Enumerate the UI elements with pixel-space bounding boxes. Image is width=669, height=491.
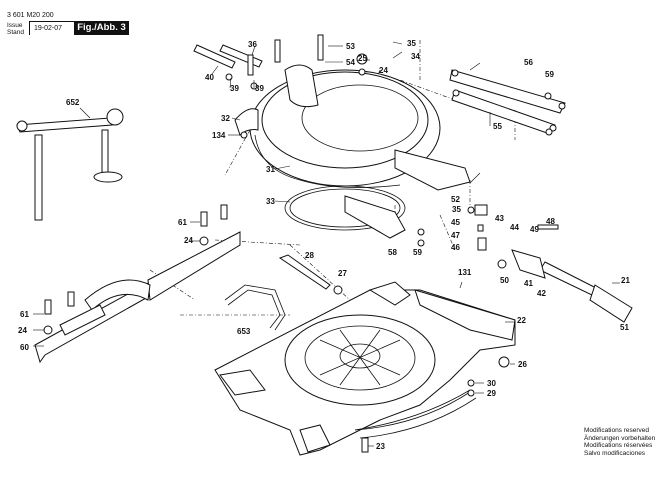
part-number-label: 31: [266, 165, 275, 174]
hex-key: [278, 254, 331, 290]
part-number-label: 28: [305, 251, 314, 260]
part-number-label: 30: [487, 379, 496, 388]
part-number-label: 39: [255, 84, 264, 93]
part-number-label: 59: [545, 70, 554, 79]
part-number-label: 47: [451, 231, 460, 240]
part-number-label: 36: [248, 40, 257, 49]
part-number-label: 42: [537, 289, 546, 298]
miter-scale: [354, 391, 477, 439]
part-number-label: 44: [510, 223, 519, 232]
part-number-label: 56: [524, 58, 533, 67]
clamp-assembly: [16, 108, 124, 221]
guide-rail: [449, 69, 566, 135]
part-number-label: 54: [346, 58, 355, 67]
part-number-label: 23: [376, 442, 385, 451]
guard-ring: [284, 185, 406, 231]
part-number-label: 131: [458, 268, 472, 277]
part-number-label: 35: [407, 39, 416, 48]
part-number-label: 24: [184, 236, 193, 245]
part-number-label: 61: [20, 310, 29, 319]
dust-deflector: [344, 195, 406, 239]
part-number-label: 652: [66, 98, 80, 107]
footer-line: Salvo modificaciones: [584, 449, 646, 457]
part-number-label: 46: [451, 243, 460, 252]
part-number-label: 134: [212, 131, 226, 140]
part-number-label: 51: [620, 323, 629, 332]
part-number-label: 39: [230, 84, 239, 93]
part-number-label: 49: [530, 225, 539, 234]
part-number-label: 34: [411, 52, 420, 61]
stud-pins: [193, 34, 324, 76]
part-number-label: 61: [178, 218, 187, 227]
part-number-label: 55: [493, 122, 502, 131]
doc-number: 3 601 M20 200: [7, 12, 54, 19]
part-number-label: 21: [621, 276, 630, 285]
part-number-label: 45: [451, 218, 460, 227]
upper-arm-housing: [249, 64, 471, 191]
part-number-label: 24: [18, 326, 27, 335]
part-number-label: 32: [221, 114, 230, 123]
part-number-label: 653: [237, 327, 251, 336]
part-number-label: 26: [518, 360, 527, 369]
stand-label: Stand: [7, 29, 24, 36]
part-number-label: 29: [487, 389, 496, 398]
issue-label: Issue: [7, 22, 23, 29]
part-number-label: 43: [495, 214, 504, 223]
issue-date: 19-02-07: [34, 25, 63, 32]
footer-line: Modifications réservées: [584, 442, 653, 450]
left-fence: [34, 231, 241, 364]
footer-line: Modifications reserved: [584, 427, 650, 434]
part-number-label: 50: [500, 276, 509, 285]
part-number-label: 24: [379, 66, 388, 75]
part-number-label: 59: [413, 248, 422, 257]
modifications-note: Modifications reserved Änderungen vorbeh…: [584, 427, 655, 457]
part-number-label: 33: [266, 197, 275, 206]
part-number-label: 58: [388, 248, 397, 257]
saw-base: [214, 281, 516, 456]
part-number-label: 52: [451, 195, 460, 204]
part-number-label: 25: [358, 54, 367, 63]
footer-line: Änderungen vorbehalten: [584, 434, 656, 442]
part-number-label: 27: [338, 269, 347, 278]
figure-badge: Fig./Abb. 3: [74, 21, 129, 35]
lock-lever: [511, 249, 546, 279]
part-number-label: 35: [452, 205, 461, 214]
part-number-label: 48: [546, 217, 555, 226]
part-number-label: 41: [524, 279, 533, 288]
issue-box: [29, 21, 74, 35]
fasteners: [43, 53, 553, 453]
leader-lines: [33, 41, 620, 447]
part-number-label: 53: [346, 42, 355, 51]
part-number-label: 60: [20, 343, 29, 352]
lock-handle: [539, 261, 601, 298]
part-number-label: 22: [517, 316, 526, 325]
part-number-label: 40: [205, 73, 214, 82]
wire-bracket: [224, 284, 286, 331]
